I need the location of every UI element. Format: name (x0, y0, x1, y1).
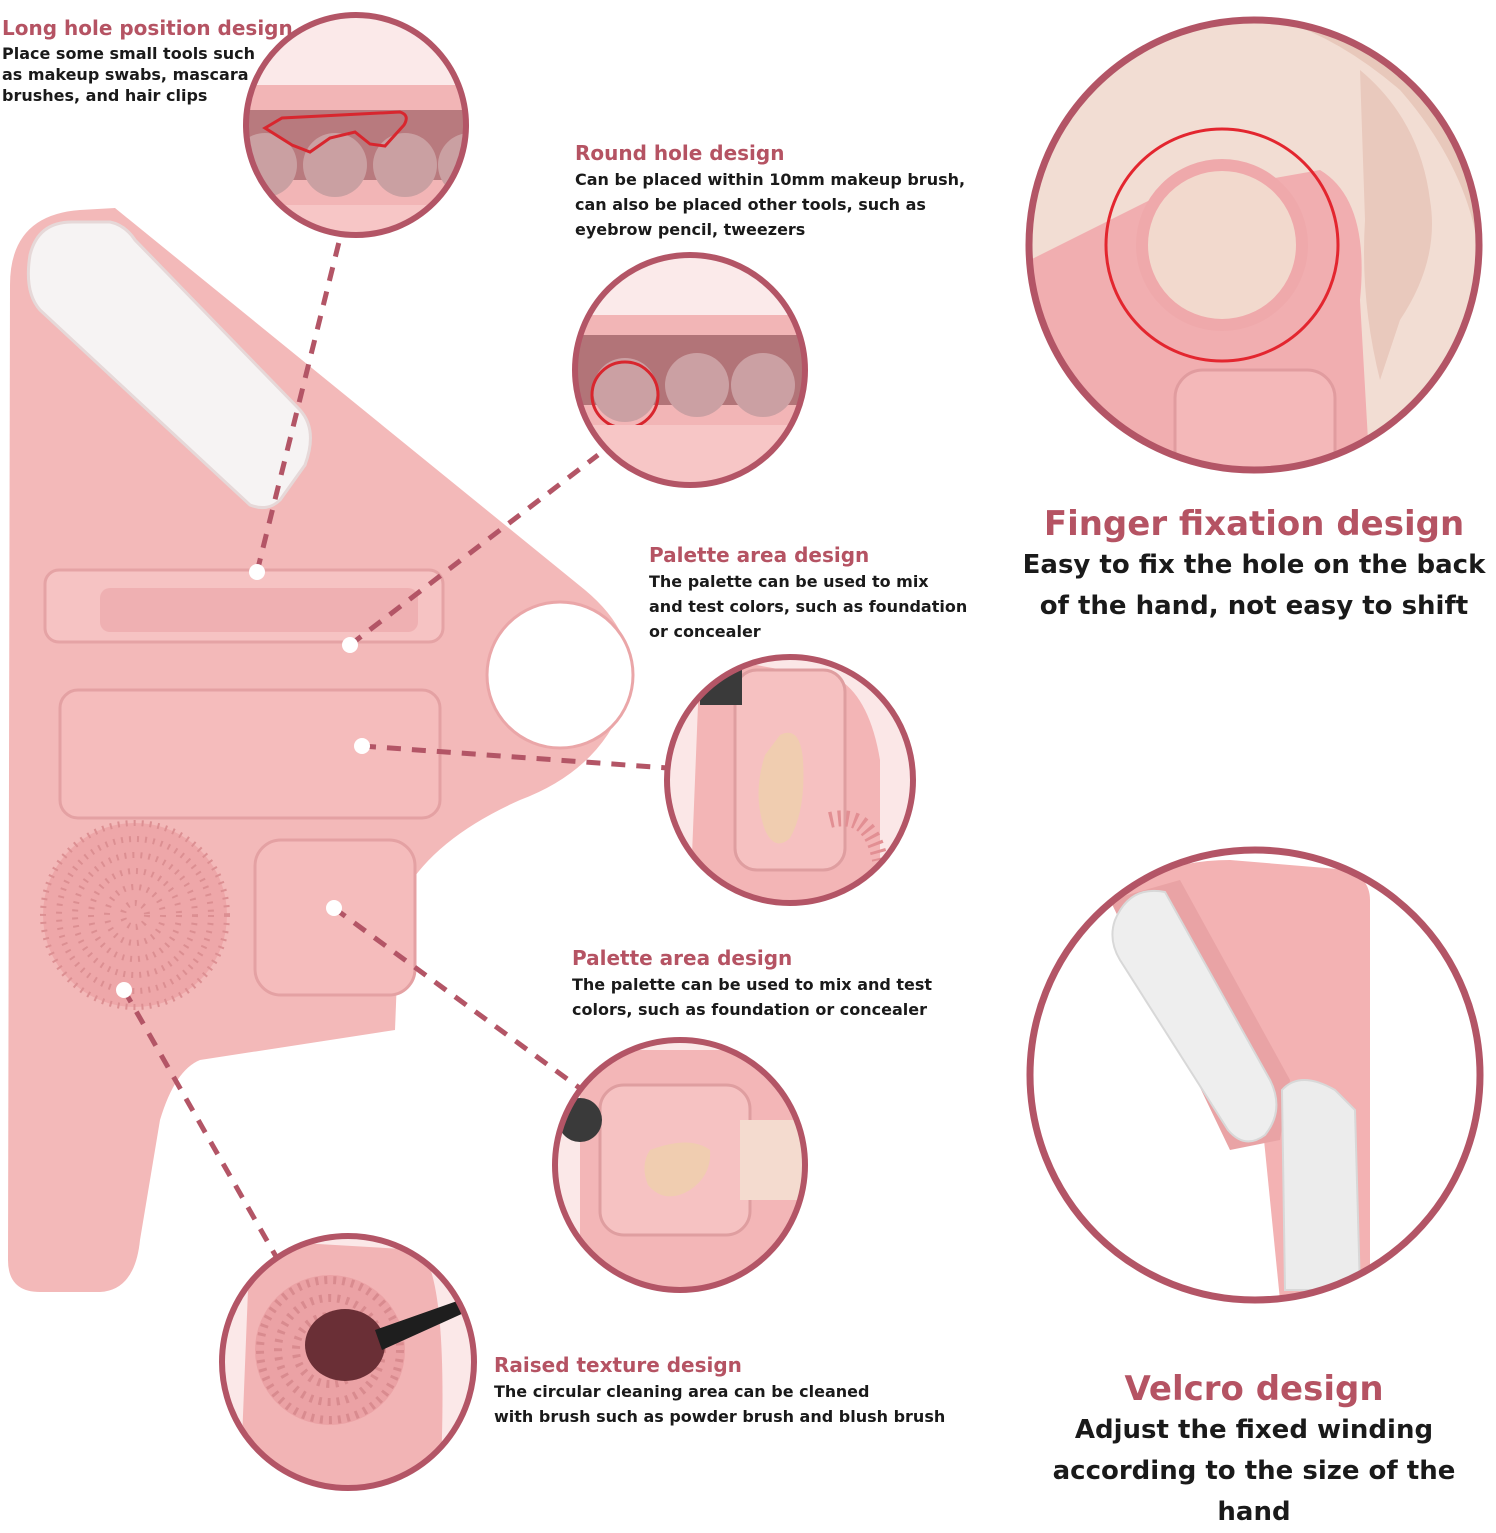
palette-area-small (253, 838, 417, 997)
callout-line: and test colors, such as foundation (649, 597, 968, 616)
callout-palette-2: Palette area design The palette can be u… (572, 946, 972, 1022)
feature-line: according to the size of the hand (1052, 1456, 1456, 1527)
feature-finger-fixation: Finger fixation design Easy to fix the h… (1012, 503, 1496, 627)
callout-line: Place some small tools such (2, 44, 256, 63)
callout-title: Raised texture design (494, 1353, 742, 1377)
callout-title: Round hole design (575, 141, 785, 165)
velcro-strip (26, 220, 312, 510)
callout-title: Palette area design (572, 946, 793, 970)
callout-line: The circular cleaning area can be cleane… (494, 1382, 870, 1401)
callout-palette-1: Palette area design The palette can be u… (649, 543, 989, 644)
zoom-palette-foundation (664, 654, 916, 906)
feature-line: Adjust the fixed winding (1074, 1415, 1434, 1445)
connector-lines (121, 237, 669, 1262)
callout-raised-texture: Raised texture design The circular clean… (494, 1353, 964, 1429)
raised-texture-pad (40, 820, 230, 1010)
feature-title: Velcro design (1124, 1369, 1384, 1409)
product-illustration (8, 12, 1484, 1491)
feature-line: of the hand, not easy to shift (1039, 591, 1469, 621)
callout-line: as makeup swabs, mascara (2, 65, 249, 84)
callout-long-hole: Long hole position design Place some sma… (2, 16, 302, 106)
callout-line: or concealer (649, 622, 761, 641)
feature-title: Finger fixation design (1043, 504, 1465, 544)
callout-line: The palette can be used to mix and test (572, 975, 933, 994)
zoom-long-hole (243, 12, 469, 238)
finger-hole (485, 600, 635, 750)
zoom-finger-fixation (1025, 16, 1483, 474)
callout-title: Palette area design (649, 543, 870, 567)
zoom-round-hole (572, 252, 808, 488)
callout-round-hole: Round hole design Can be placed within 1… (575, 141, 995, 242)
callout-line: eyebrow pencil, tweezers (575, 220, 806, 239)
zoom-velcro (1026, 846, 1484, 1304)
feature-velcro: Velcro design Adjust the fixed winding a… (1012, 1368, 1496, 1533)
callout-line: with brush such as powder brush and blus… (494, 1407, 946, 1426)
palette-area-large (58, 688, 442, 820)
callout-line: Can be placed within 10mm makeup brush, (575, 170, 966, 189)
zoom-raised-texture (219, 1233, 477, 1491)
feature-line: Easy to fix the hole on the back (1022, 550, 1486, 580)
callout-line: brushes, and hair clips (2, 86, 208, 105)
callout-line: can also be placed other tools, such as (575, 195, 926, 214)
callout-line: The palette can be used to mix (649, 572, 929, 591)
connector-dots (116, 564, 370, 998)
callout-line: colors, such as foundation or concealer (572, 1000, 928, 1019)
silicone-mat-body (8, 208, 635, 1292)
zoom-palette-square (552, 1037, 808, 1293)
callout-title: Long hole position design (2, 16, 293, 40)
